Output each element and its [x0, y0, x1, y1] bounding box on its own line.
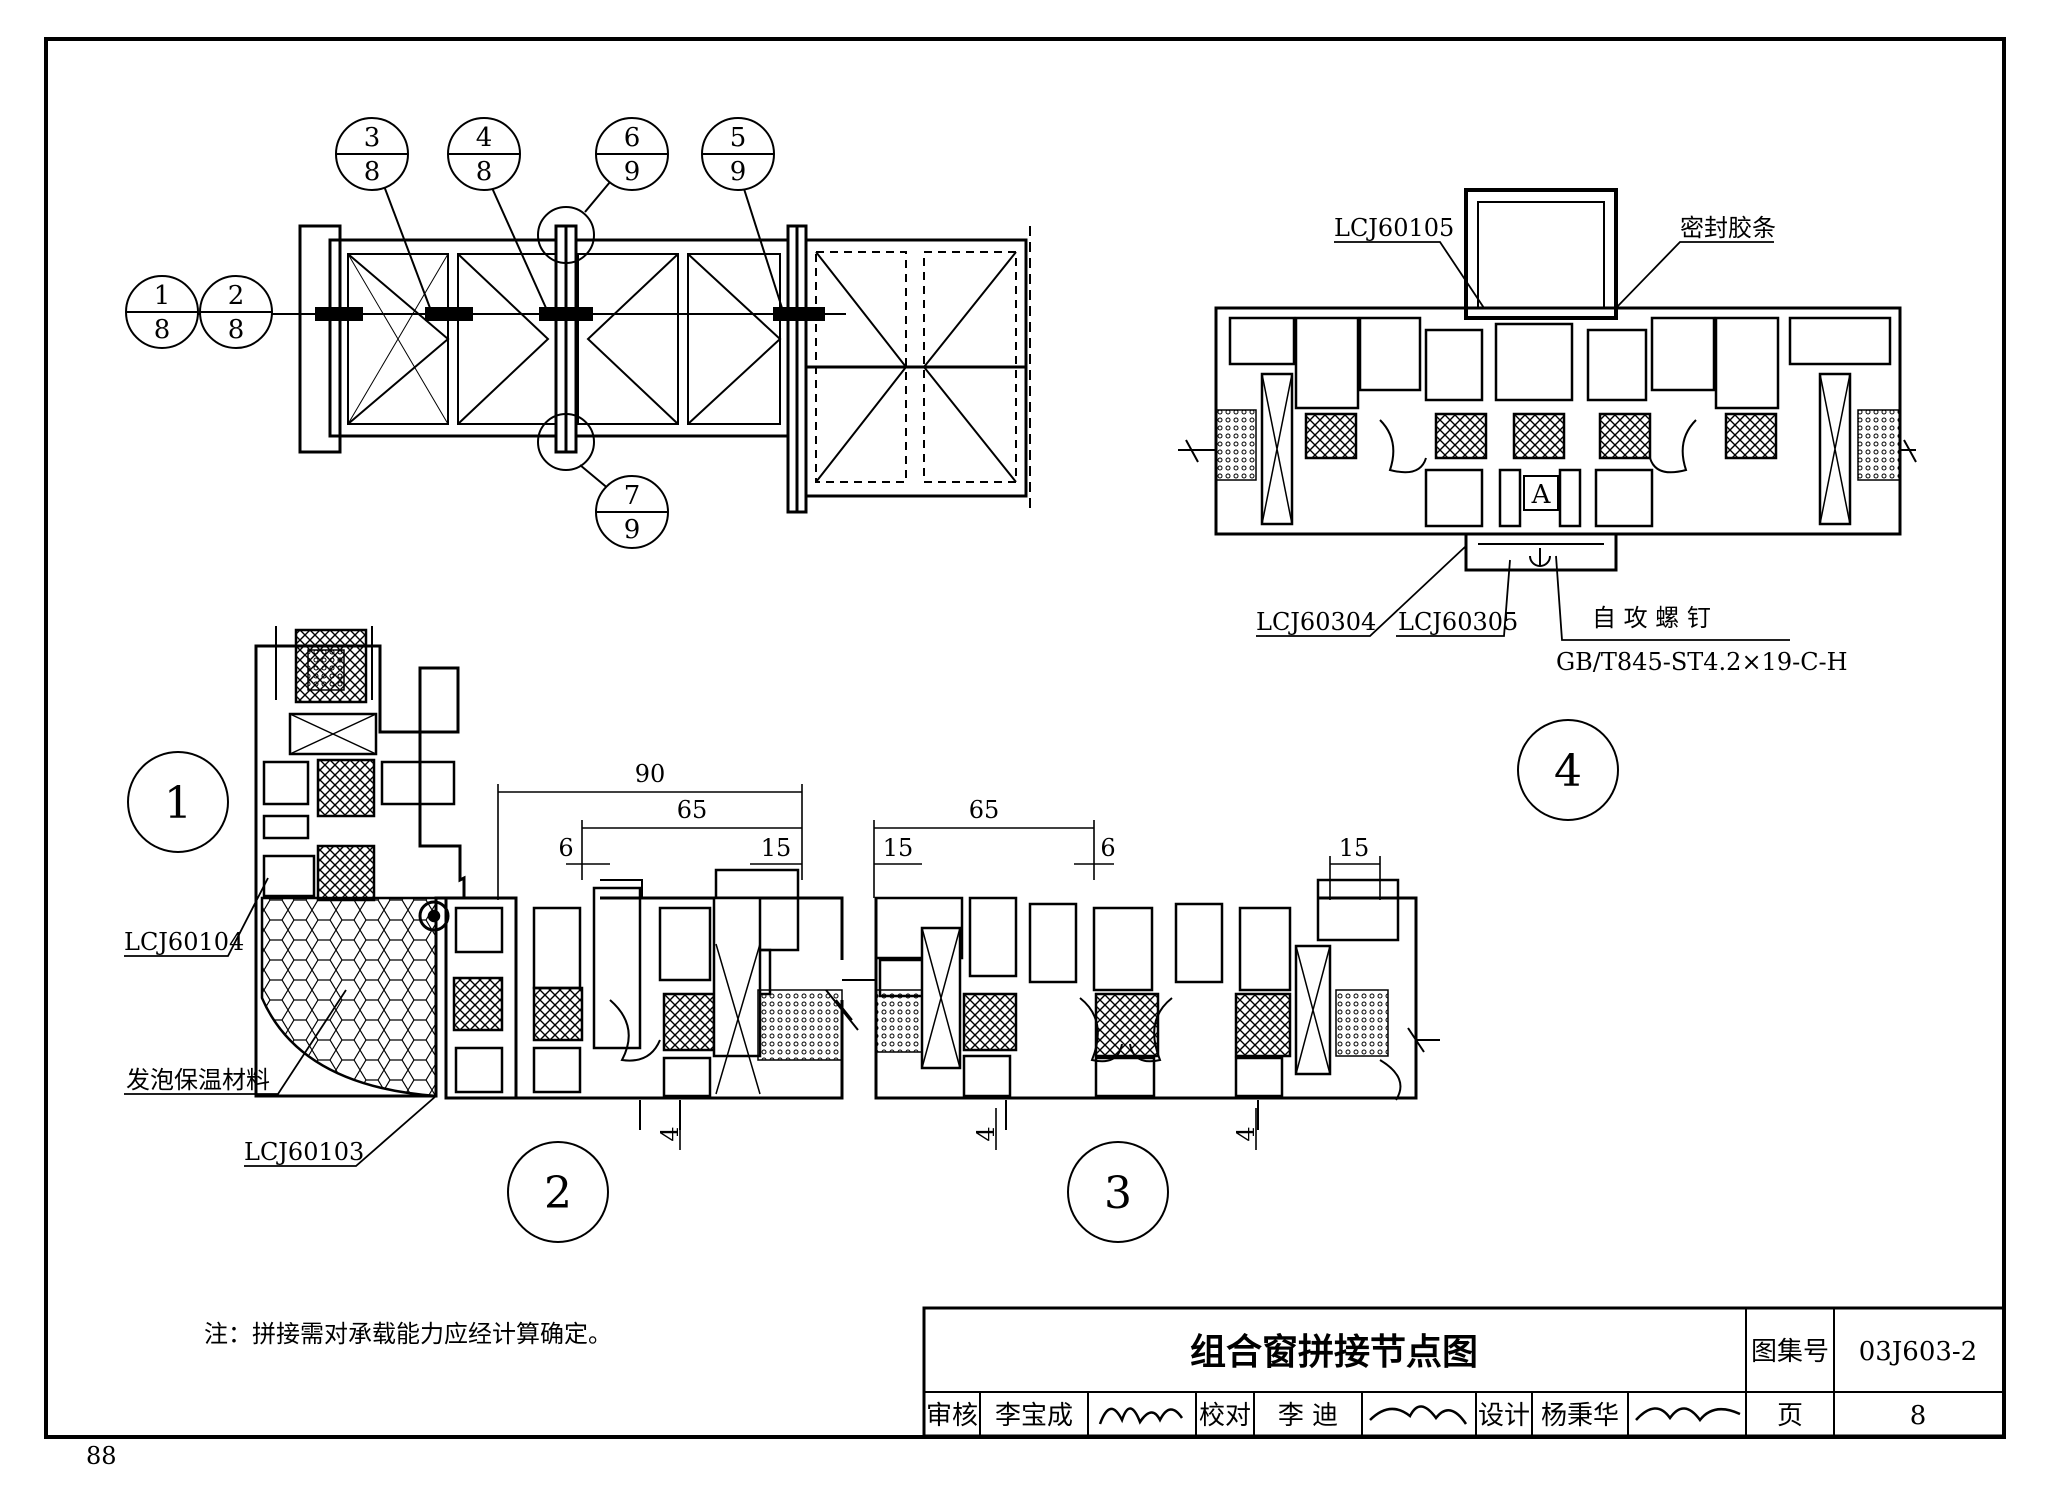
drawing-title: 组合窗拼接节点图 — [1190, 1332, 1478, 1373]
dim-15-right: 15 — [1339, 834, 1370, 862]
page-label: 页 — [1777, 1401, 1803, 1431]
detail-number-text: 4 — [1554, 746, 1582, 797]
checker-name: 李 迪 — [1278, 1401, 1338, 1431]
ref-den: 8 — [154, 315, 171, 345]
label-lcj60105: LCJ60105 — [1334, 214, 1454, 242]
dim-6-right: 6 — [1100, 834, 1115, 862]
label-screw-spec: GB/T845-ST4.2×19-C-H — [1556, 648, 1848, 676]
label-lcj60304: LCJ60304 — [1256, 608, 1376, 636]
label-seal-strip: 密封胶条 — [1680, 214, 1776, 242]
review-label: 审核 — [926, 1401, 978, 1431]
ref-num: 5 — [730, 123, 747, 153]
checker-signature — [1369, 1405, 1468, 1425]
ref-bubble-1-8: 1 8 — [125, 275, 199, 349]
ref-den: 9 — [624, 157, 641, 187]
label-foam: 发泡保温材料 — [126, 1066, 270, 1094]
reviewer-signature — [1098, 1407, 1184, 1425]
detail-1-corner-section — [254, 626, 466, 1098]
ref-bubble-7-9: 7 9 — [595, 475, 669, 549]
page-no: 8 — [1910, 1401, 1927, 1431]
title-block — [922, 1306, 2006, 1438]
detail-4-section — [1178, 188, 1917, 572]
ref-den: 9 — [730, 157, 747, 187]
dim-65-right: 65 — [969, 796, 1000, 824]
designer-name: 杨秉华 — [1541, 1401, 1619, 1431]
label-lcj60103: LCJ60103 — [244, 1138, 364, 1166]
dim-6-left: 6 — [558, 834, 573, 862]
ref-num: 4 — [476, 123, 493, 153]
atlas-label: 图集号 — [1751, 1337, 1829, 1367]
detail-number-2: 2 — [507, 1141, 609, 1243]
dim-4-c: 4 — [1232, 1126, 1260, 1141]
design-label: 设计 — [1478, 1401, 1530, 1431]
ref-bubble-5-9: 5 9 — [701, 117, 775, 191]
window-elevation — [150, 169, 1031, 514]
dim-4-a: 4 — [656, 1126, 684, 1141]
ref-bubble-2-8: 2 8 — [199, 275, 273, 349]
ref-den: 8 — [228, 315, 245, 345]
ref-num: 6 — [624, 123, 641, 153]
note-text: 注：拼接需对承载能力应经计算确定。 — [204, 1320, 612, 1348]
page-number: 88 — [86, 1442, 117, 1470]
mark-a: A — [1531, 480, 1552, 510]
dim-15-left: 15 — [761, 834, 792, 862]
check-label: 校对 — [1199, 1401, 1251, 1431]
detail-1-leaders — [124, 877, 437, 1167]
label-screw-name: 自 攻 螺 钉 — [1592, 604, 1711, 632]
dim-65-left: 65 — [677, 796, 708, 824]
ref-bubble-3-8: 3 8 — [335, 117, 409, 191]
ref-bubble-6-9: 6 9 — [595, 117, 669, 191]
ref-bubble-4-8: 4 8 — [447, 117, 521, 191]
detail-number-3: 3 — [1067, 1141, 1169, 1243]
ref-den: 8 — [476, 157, 493, 187]
atlas-number: 03J603-2 — [1859, 1337, 1977, 1367]
dim-4-b: 4 — [972, 1126, 1000, 1141]
detail-number-text: 3 — [1104, 1168, 1132, 1219]
detail-number-text: 1 — [164, 778, 192, 829]
detail-2-3-section — [444, 868, 1440, 1130]
dim-15-mid: 15 — [883, 834, 914, 862]
ref-num: 2 — [228, 281, 245, 311]
ref-num: 3 — [364, 123, 381, 153]
designer-signature — [1635, 1407, 1741, 1423]
label-lcj60104: LCJ60104 — [124, 928, 244, 956]
detail-number-text: 2 — [544, 1168, 572, 1219]
label-lcj60305: LCJ60305 — [1398, 608, 1518, 636]
ref-num: 7 — [624, 481, 641, 511]
reviewer-name: 李宝成 — [995, 1401, 1073, 1431]
detail-number-1: 1 — [127, 751, 229, 853]
ref-den: 8 — [364, 157, 381, 187]
dim-90: 90 — [635, 760, 666, 788]
detail-4-leaders — [1256, 241, 1790, 641]
detail-number-4: 4 — [1517, 719, 1619, 821]
ref-den: 9 — [624, 515, 641, 545]
dimension-lines — [497, 784, 1381, 1150]
ref-num: 1 — [154, 281, 171, 311]
